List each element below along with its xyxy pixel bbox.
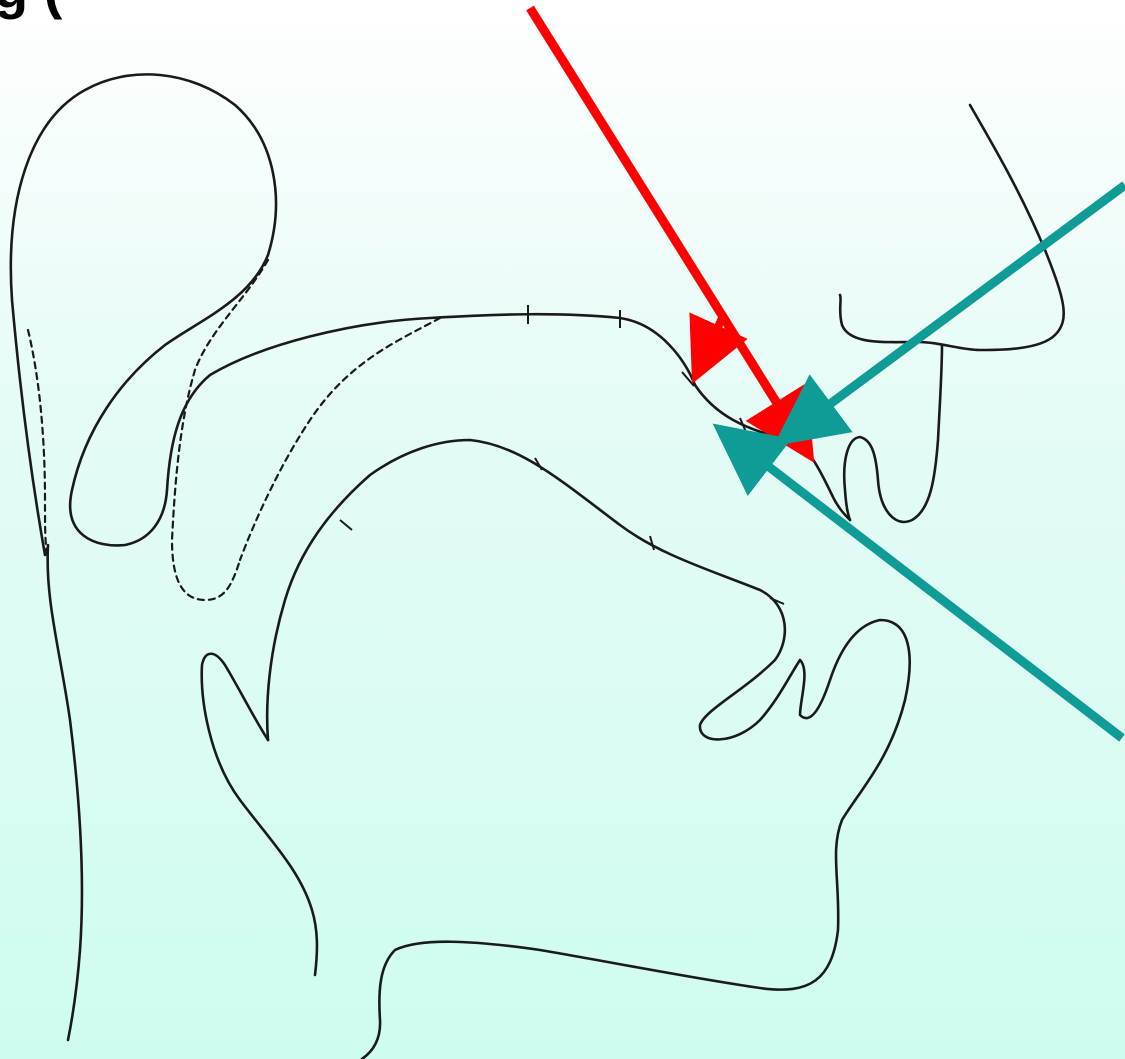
velum-dashed-front (240, 318, 440, 560)
upper-lip-outline (844, 345, 942, 522)
epiglottis-outline (202, 654, 317, 975)
pharynx-wall (48, 545, 82, 1040)
red-arrow (530, 8, 800, 440)
teal-arrow-upper (795, 185, 1125, 430)
velum-dashed-back (172, 260, 268, 600)
teal-arrow-lower (734, 440, 1122, 738)
title-fragment: g ( (0, 0, 63, 20)
red-arrow-branch (702, 318, 722, 362)
tongue-outline (267, 440, 910, 1059)
pharynx-dashed (28, 330, 48, 560)
